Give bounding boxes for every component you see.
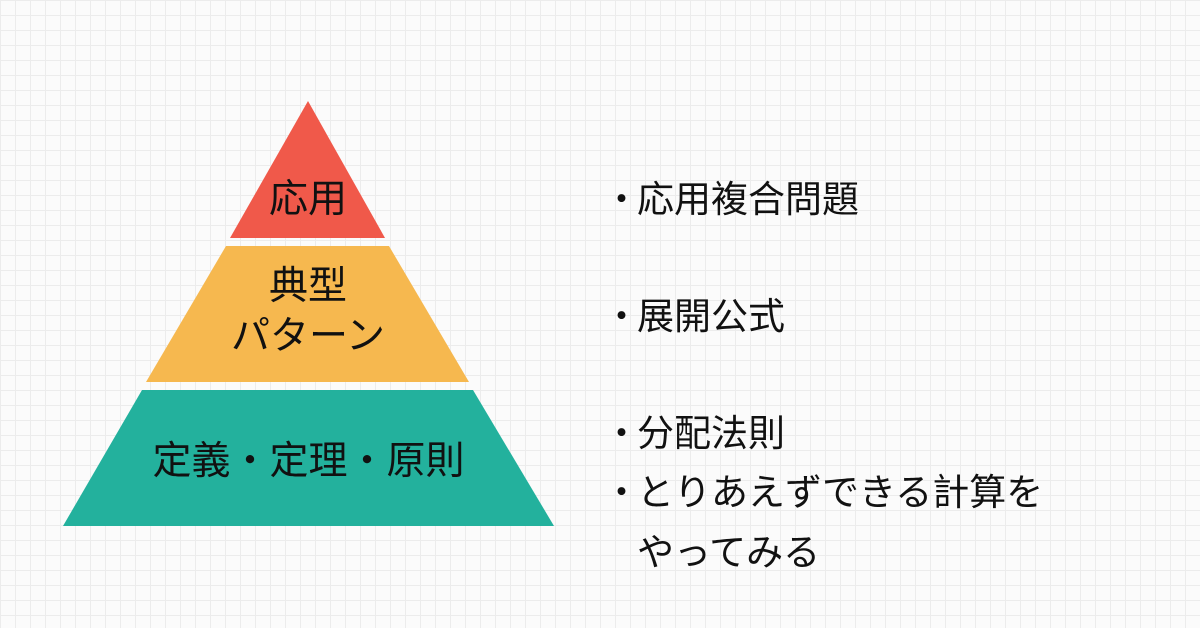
- middle-tier-label: 典型 パターン: [146, 262, 470, 362]
- note-applied-problems-text: 応用複合問題: [637, 178, 859, 221]
- bullet-dot: ・: [603, 295, 640, 338]
- note-try-calculations-line1: とりあえずできる計算を: [637, 471, 1044, 514]
- bullet-dot: ・: [603, 471, 640, 514]
- pyramid-bottom-tier: [63, 390, 554, 526]
- note-expansion-formulas-text: 展開公式: [637, 295, 785, 338]
- note-try-calculations-line2: やってみる: [637, 531, 821, 574]
- middle-tier-label-line1: 典型: [268, 264, 347, 309]
- note-try-calculations: ・とりあえずできる計算を やってみる: [603, 463, 1043, 583]
- pyramid-middle-tier: [146, 246, 469, 382]
- bullet-dot: ・: [603, 178, 640, 221]
- note-distributive-law: ・分配法則: [603, 404, 785, 464]
- middle-tier-label-line2: パターン: [230, 314, 386, 359]
- note-applied-problems: ・応用複合問題: [603, 170, 859, 230]
- note-distributive-law-text: 分配法則: [637, 412, 785, 455]
- note-expansion-formulas: ・展開公式: [603, 287, 785, 347]
- bottom-tier-label: 定義・定理・原則: [152, 439, 465, 484]
- bullet-dot: ・: [603, 412, 640, 455]
- pyramid-top-tier: [230, 101, 385, 238]
- top-tier-label: 応用: [268, 177, 347, 222]
